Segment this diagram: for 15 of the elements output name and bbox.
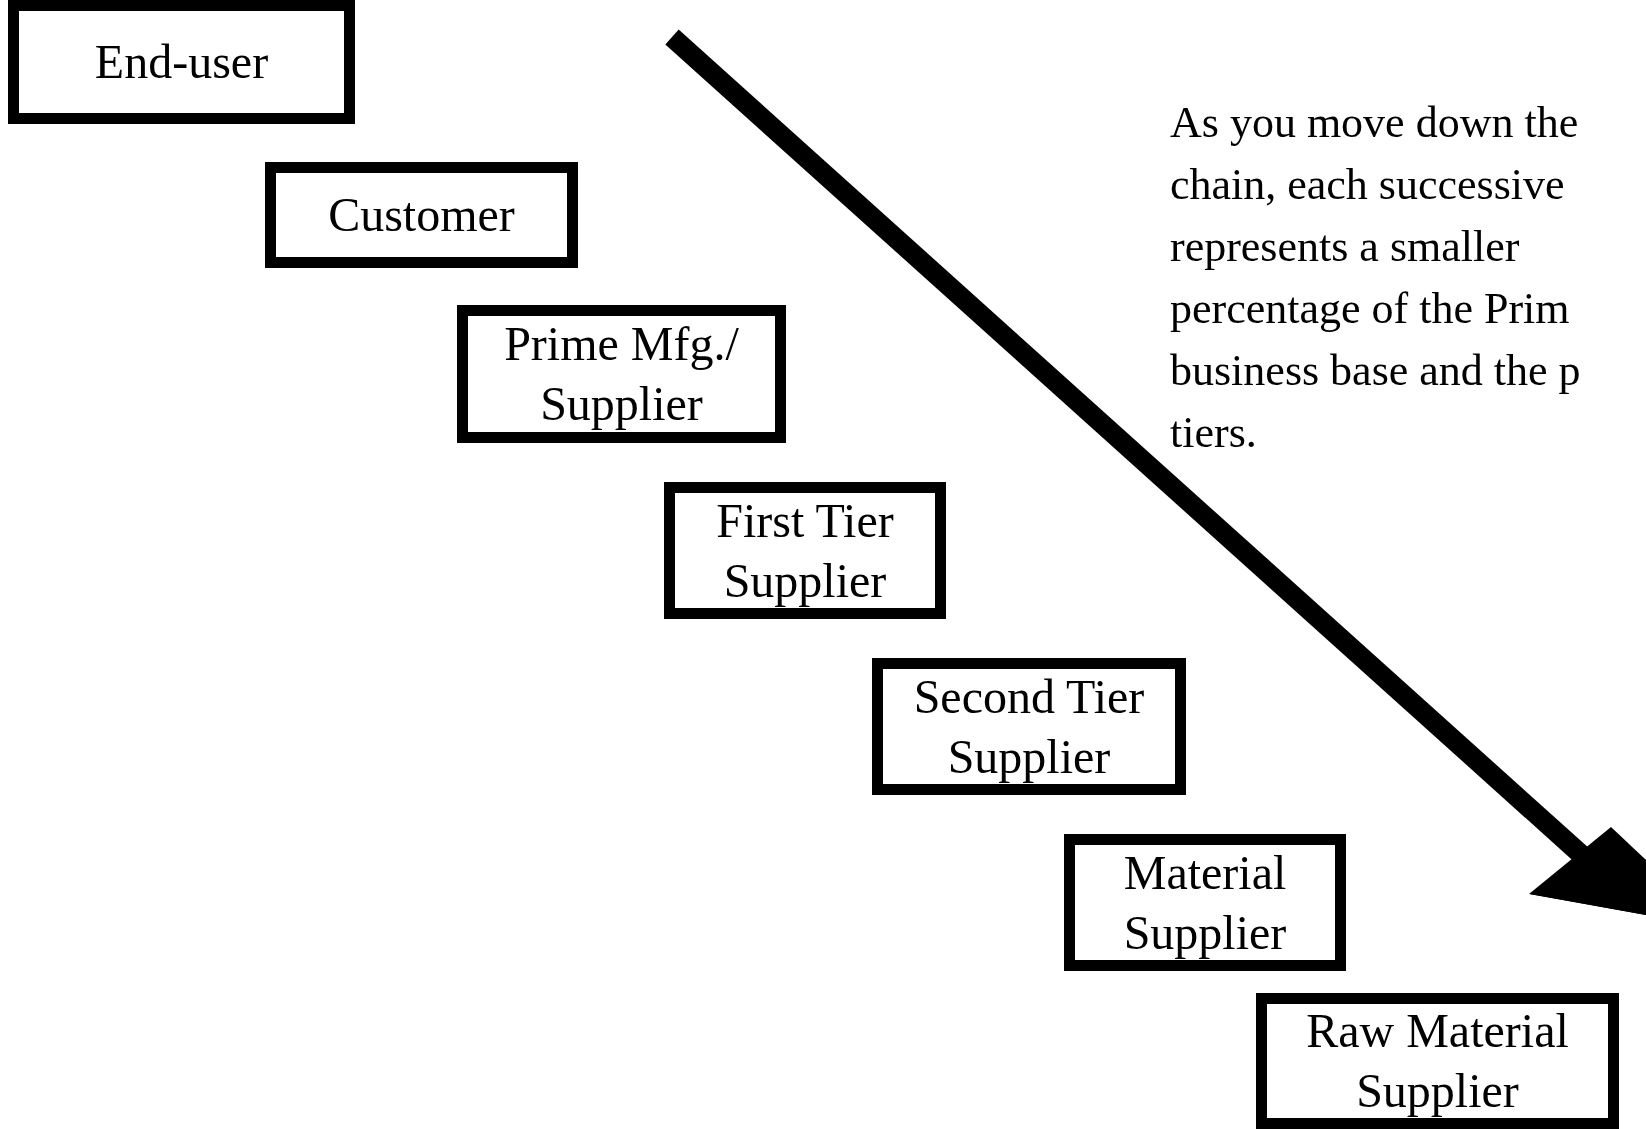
process-box (8, 0, 355, 124)
box-label: Prime Mfg./ Supplier (503, 316, 740, 432)
process-box (1064, 834, 1346, 971)
box-label: Second Tier Supplier (912, 668, 1146, 785)
process-box (664, 482, 946, 619)
box-label: First Tier Supplier (715, 492, 895, 609)
process-box (457, 305, 786, 443)
box-label: Customer (328, 187, 515, 243)
box-label: Raw Material Supplier (1305, 1003, 1570, 1119)
process-box (265, 162, 578, 268)
note-text: As you move down the chain, each successive represents a smaller percentage of the Prim business base and the p tiers. (1170, 97, 1582, 459)
process-box (1256, 993, 1619, 1129)
box-label: Material Supplier (1122, 844, 1288, 961)
process-box (872, 658, 1186, 795)
box-label: End-user (94, 34, 269, 90)
